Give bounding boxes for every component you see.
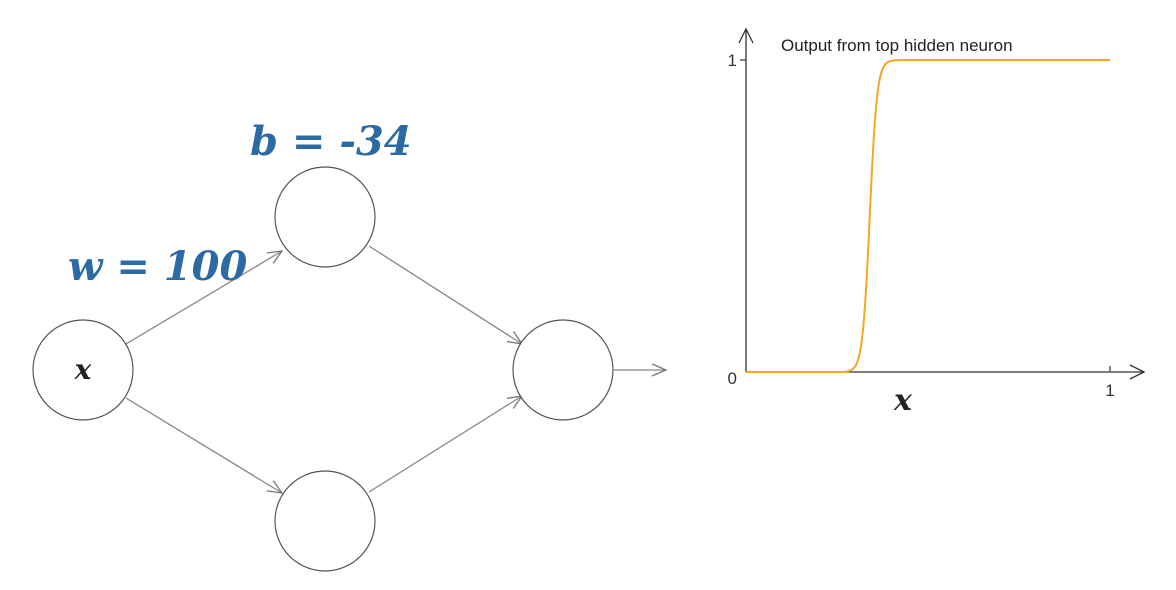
network: x w = 100 b = -34 (32, 118, 668, 572)
input-neuron (32, 319, 134, 421)
edge-bottom-to-output (368, 395, 524, 493)
edge-top-to-output (368, 245, 524, 345)
x-tick-label-1: 1 (1105, 381, 1114, 400)
input-label: x (74, 353, 92, 386)
y-tick-label-1: 1 (728, 51, 737, 70)
weight-label: w = 100 (68, 243, 247, 290)
edge-input-to-top (125, 250, 284, 345)
sigmoid-series-line (746, 59, 1110, 373)
edge-input-to-bottom (125, 397, 284, 494)
output-neuron (512, 319, 614, 421)
origin-label: 0 (728, 369, 737, 388)
bottom-hidden-neuron (274, 470, 376, 572)
output-plot: 1 0 1 Output from top hidden neuron x (728, 27, 1146, 418)
bias-label: b = -34 (250, 118, 412, 165)
top-hidden-neuron (274, 166, 376, 268)
x-axis-label: x (893, 383, 913, 418)
plot-title: Output from top hidden neuron (781, 36, 1013, 55)
